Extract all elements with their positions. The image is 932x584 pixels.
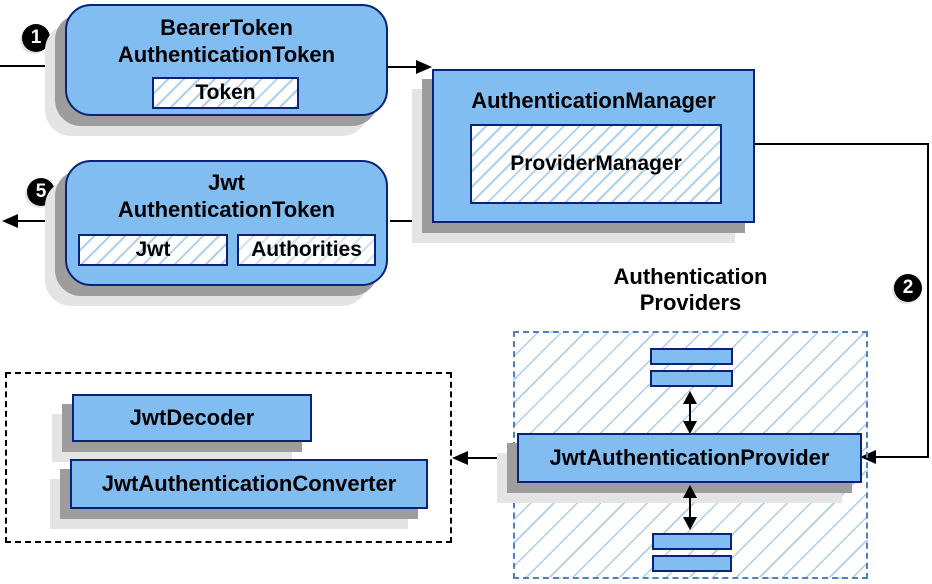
flow-line-step2-into-provider [874, 456, 929, 458]
flow-line-step2-down [927, 143, 929, 458]
arrowhead-up-icon [683, 485, 697, 498]
flow-line-provider-to-decoder-group [468, 457, 517, 459]
flow-line-jwt-token-exit [16, 220, 67, 222]
arrowhead-right-icon [416, 60, 432, 74]
field-provider-manager-label: ProviderManager [510, 152, 682, 175]
arrowhead-left-icon [452, 451, 468, 465]
provider-placeholder-bar [652, 555, 732, 572]
node-jwt-decoder: JwtDecoder [72, 394, 312, 442]
node-title: JwtDecoder [129, 405, 255, 430]
node-title-line: Jwt [208, 170, 245, 195]
step-marker-5: 5 [27, 178, 55, 206]
group-label-line: Authentication [613, 264, 768, 289]
field-authorities: Authorities [237, 234, 376, 266]
node-title: JwtAuthenticationProvider [549, 445, 830, 470]
node-jwt-authentication-provider: JwtAuthenticationProvider [517, 433, 862, 483]
field-token-label: Token [195, 81, 256, 104]
double-arrow-line [689, 400, 691, 424]
node-title-line: AuthenticationToken [117, 197, 336, 222]
arrowhead-up-icon [683, 391, 697, 404]
node-bearer-token-authentication-token: BearerToken AuthenticationToken Token [65, 4, 388, 116]
node-jwt-authentication-token: Jwt AuthenticationToken Jwt Authorities [65, 160, 388, 286]
authentication-providers-label: Authentication Providers [513, 264, 868, 316]
node-title: AuthenticationManager [471, 88, 716, 113]
group-label-line: Providers [639, 290, 742, 315]
field-token: Token [152, 77, 299, 109]
field-provider-manager: ProviderManager [470, 124, 722, 204]
provider-placeholder-bar [650, 348, 733, 365]
arrowhead-left-icon [2, 214, 18, 228]
flow-line-manager-to-jwt-token [390, 220, 432, 222]
flow-line-entry [0, 65, 65, 67]
step-marker-2: 2 [894, 274, 922, 302]
field-jwt: Jwt [78, 234, 228, 266]
node-title-line: BearerToken [160, 15, 293, 40]
provider-placeholder-bar [652, 533, 732, 550]
node-jwt-authentication-converter: JwtAuthenticationConverter [70, 459, 428, 509]
field-authorities-label: Authorities [251, 238, 362, 261]
node-title: JwtAuthenticationConverter [101, 471, 397, 496]
arrowhead-down-icon [683, 517, 697, 530]
node-authentication-manager: AuthenticationManager ProviderManager [432, 69, 755, 223]
provider-placeholder-bar [650, 370, 733, 387]
node-title-line: AuthenticationToken [117, 42, 336, 67]
field-jwt-label: Jwt [135, 238, 171, 261]
flow-line-step2-top [755, 143, 929, 145]
flow-line-bearer-to-manager [388, 66, 418, 68]
double-arrow-line [689, 494, 691, 518]
step-marker-1: 1 [22, 24, 50, 52]
arrowhead-down-icon [683, 421, 697, 434]
